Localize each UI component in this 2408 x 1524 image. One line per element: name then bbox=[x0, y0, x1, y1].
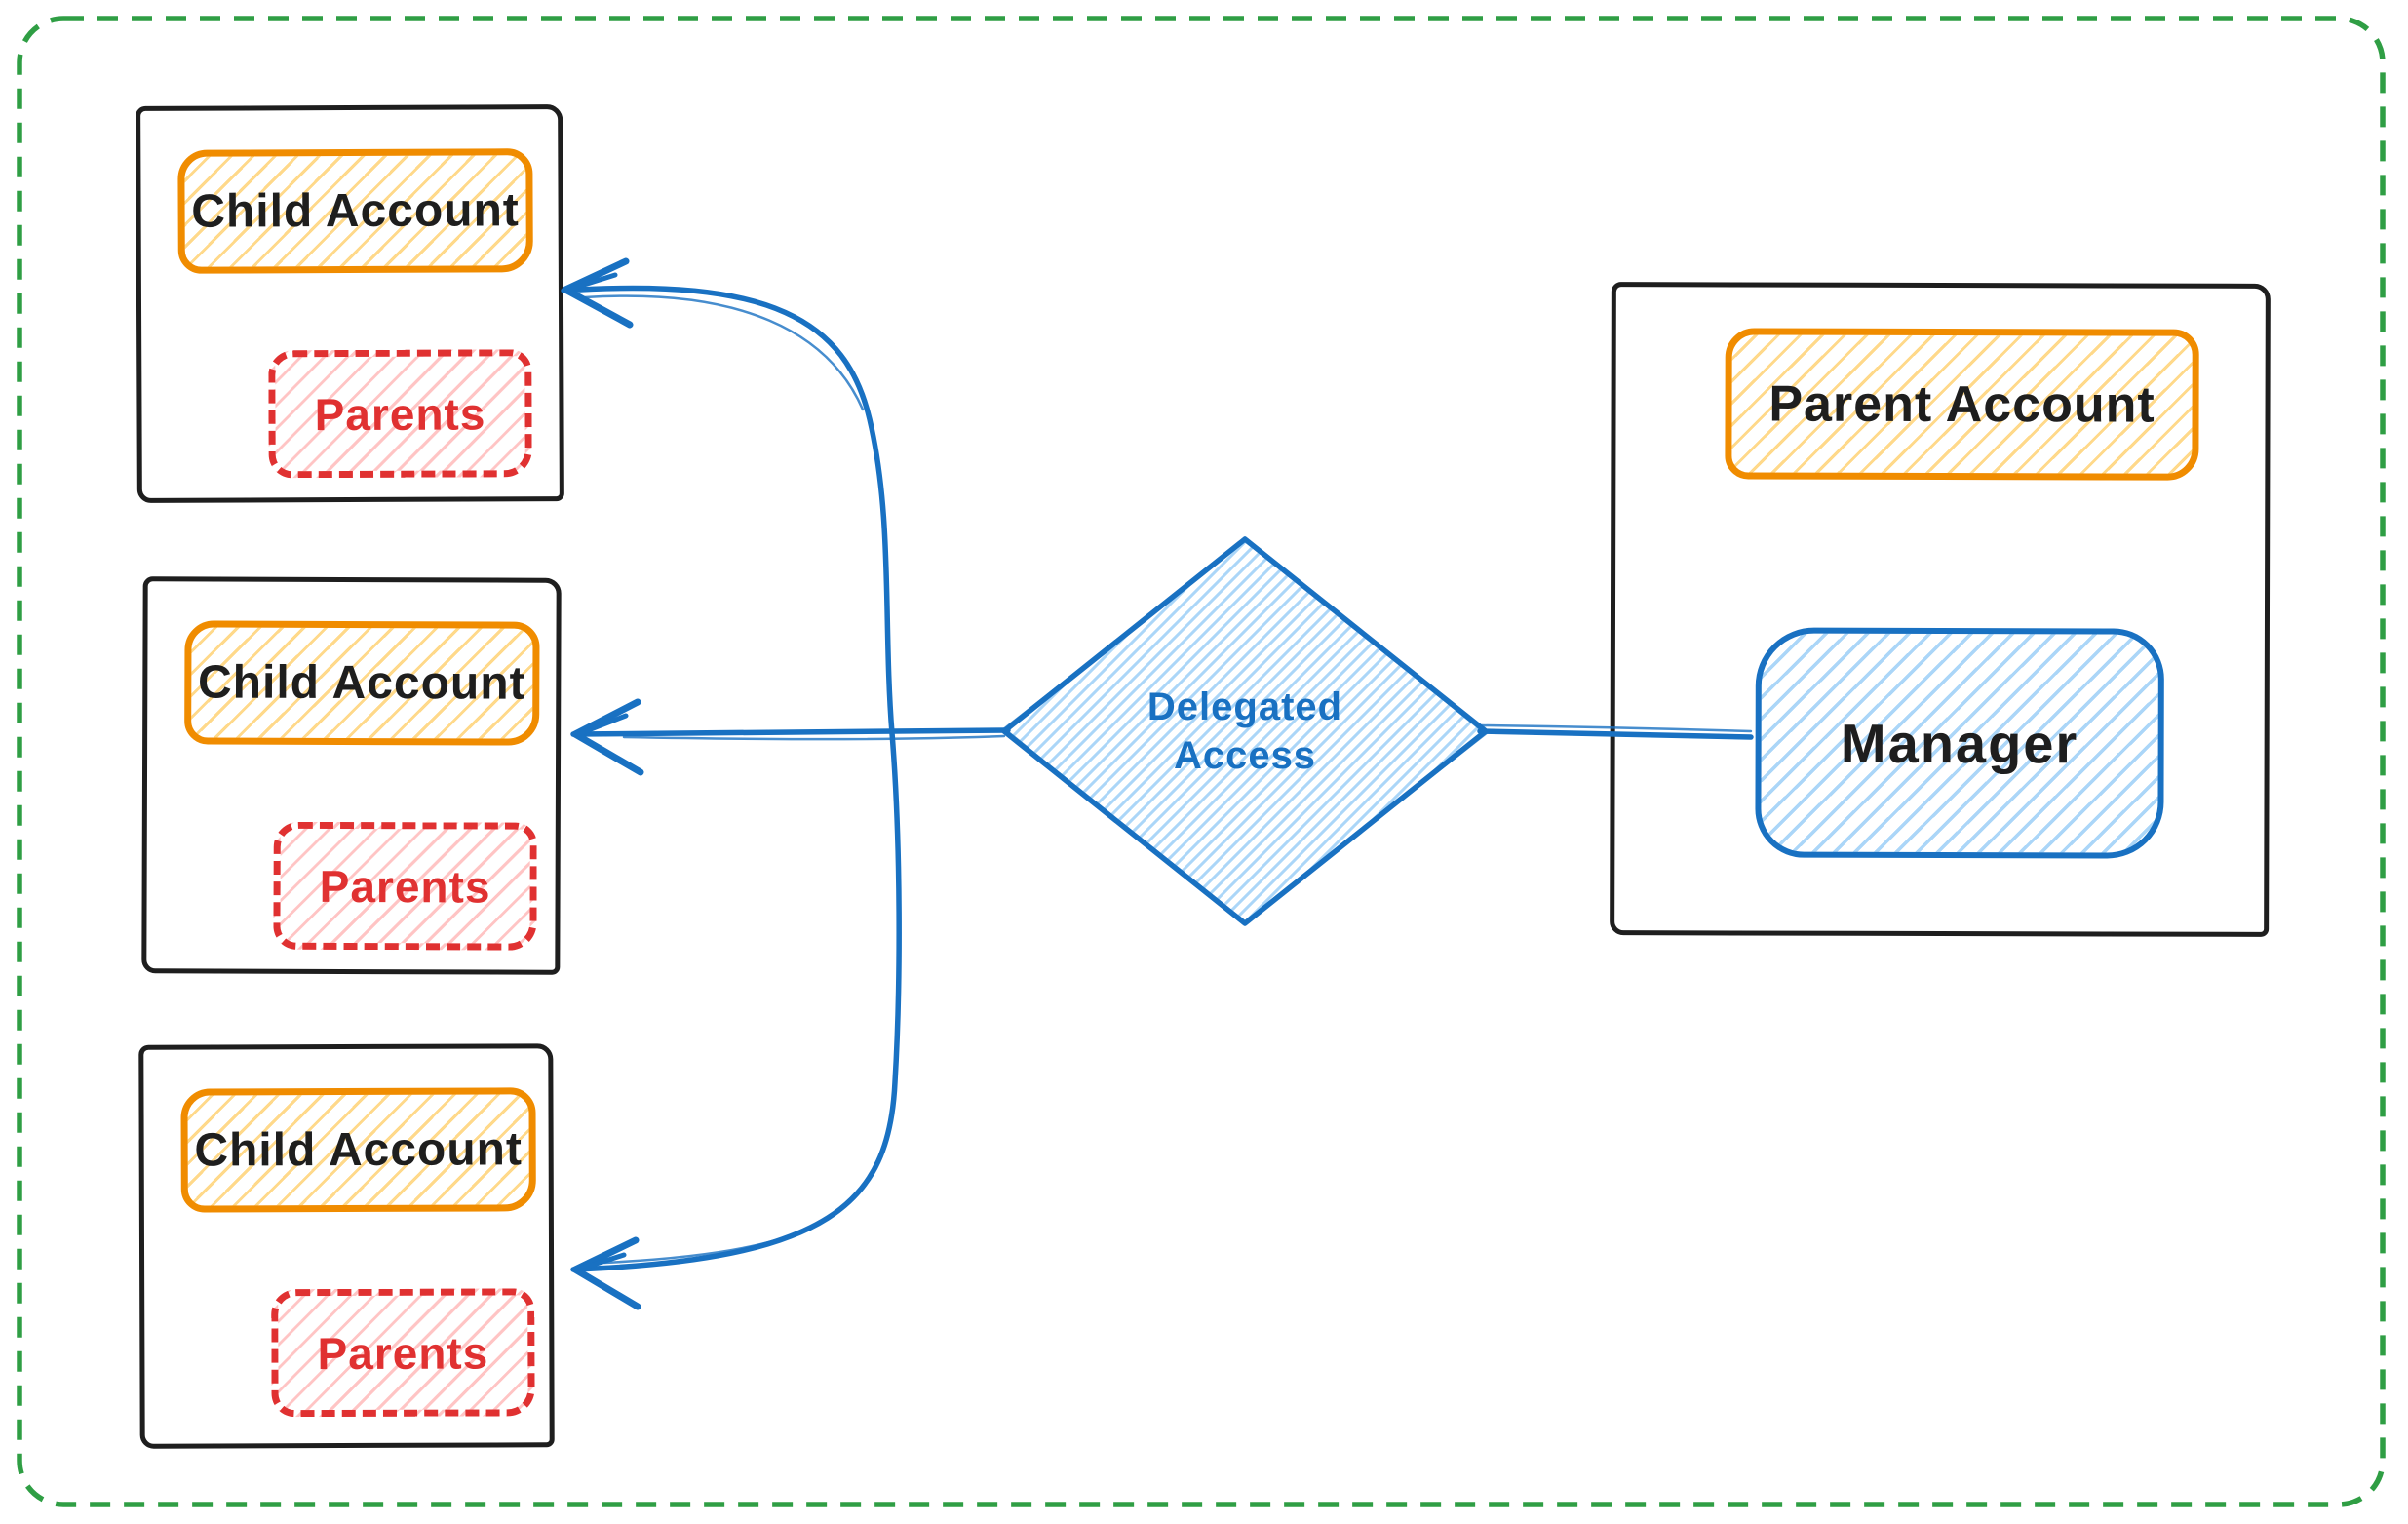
manager-label: Manager bbox=[1840, 712, 2079, 774]
parents-badge-1[interactable]: Parents bbox=[268, 349, 532, 479]
delegated-access-line1: Delegated bbox=[1146, 685, 1343, 728]
child-account-card-1[interactable]: Child Account Parents bbox=[136, 104, 564, 503]
parents-badge-3[interactable]: Parents bbox=[271, 1288, 535, 1418]
manager-box[interactable]: Manager bbox=[1755, 627, 2164, 859]
parent-account-badge[interactable]: Parent Account bbox=[1725, 328, 2199, 481]
child-account-card-3[interactable]: Child Account Parents bbox=[138, 1043, 555, 1449]
arrow-diamond-to-child-1-and-3[interactable] bbox=[561, 257, 902, 1310]
child-account-card-2[interactable]: Child Account Parents bbox=[141, 576, 562, 975]
parents-label-1: Parents bbox=[314, 387, 486, 440]
parent-account-label: Parent Account bbox=[1768, 375, 2156, 434]
child-account-badge-2[interactable]: Child Account bbox=[184, 620, 540, 746]
child-account-label-1: Child Account bbox=[191, 184, 520, 238]
parents-label-2: Parents bbox=[319, 860, 491, 912]
delegated-access-line2: Access bbox=[1173, 734, 1317, 777]
parent-account-card[interactable]: Parent Account Manager bbox=[1610, 282, 2271, 937]
child-account-label-2: Child Account bbox=[197, 656, 526, 710]
arrow-diamond-to-child-2[interactable] bbox=[570, 698, 1011, 776]
child-account-label-3: Child Account bbox=[194, 1123, 524, 1177]
delegated-access-label: Delegated Access bbox=[1004, 539, 1486, 923]
child-account-badge-3[interactable]: Child Account bbox=[180, 1087, 536, 1213]
delegated-access-diamond[interactable] bbox=[1001, 536, 1489, 926]
child-account-badge-1[interactable]: Child Account bbox=[177, 148, 533, 274]
parents-label-3: Parents bbox=[317, 1326, 489, 1379]
parents-badge-2[interactable]: Parents bbox=[273, 821, 537, 951]
